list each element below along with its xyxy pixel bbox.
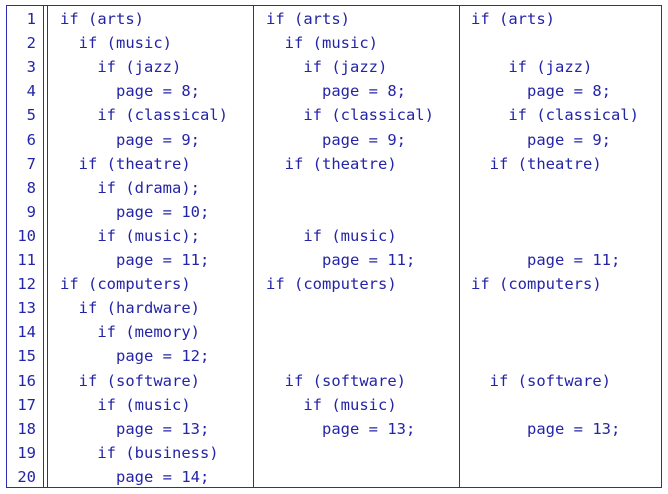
line-number: 2 [26,34,36,53]
table-row: 3 if (jazz) if (jazz) if (jazz) [7,55,661,79]
line-number: 3 [26,58,36,77]
code-cell-col3: if (computers) [471,275,602,294]
table-row: 17 if (music) if (music) [7,393,661,417]
code-cell-col2: page = 8; [266,82,406,101]
code-cell-col3: if (classical) [471,106,639,125]
table-row: 12 if (computers) if (computers) if (comput… [7,272,661,296]
code-cell-col2: page = 13; [266,419,416,438]
table-row: 16 if (software) if (software) if (softw… [7,369,661,393]
code-cell-col1: if (music) [60,395,191,414]
table-row: 6 page = 9; page = 9; page = 9; [7,128,661,152]
code-cell-col1: if (computers) [60,275,191,294]
code-cell-col2: page = 9; [266,130,406,149]
code-cell-col3: if (software) [471,371,611,390]
table-row: 15 page = 12; [7,344,661,368]
code-cell-col2: if (computers) [266,275,397,294]
code-cell-col1: page = 13; [60,419,210,438]
line-number: 7 [26,154,36,173]
code-cell-col2: if (jazz) [266,58,388,77]
line-number: 1 [26,10,36,28]
code-cell-col1: page = 12; [60,347,210,366]
table-row: 2 if (music) if (music) [7,31,661,55]
code-cell-col2: if (classical) [266,106,434,125]
line-number: 14 [17,323,36,342]
code-cell-col1: page = 9; [60,130,200,149]
code-cell-col3: page = 9; [471,130,611,149]
code-cell-col2: if (music) [266,395,397,414]
code-cell-col1: if (business) [60,443,219,462]
table-row: 19 if (business) [7,441,661,465]
table-row: 1 if (arts) if (arts) if (arts) [7,7,661,31]
table-row: 10 if (music); if (music) [7,224,661,248]
table-row: 13 if (hardware) [7,296,661,320]
number-column-divider-double [47,6,48,487]
code-cell-col1: if (theatre) [60,154,191,173]
table-row: 14 if (memory) [7,320,661,344]
table-row: 7 if (theatre) if (theatre) if (theatre) [7,152,661,176]
code-cell-col2: if (arts) [266,10,350,28]
code-cell-col1: if (music) [60,34,172,53]
line-number: 11 [17,251,36,269]
line-number: 16 [17,371,36,390]
code-cell-col1: if (classical) [60,106,228,125]
line-number: 12 [17,275,36,294]
line-number: 8 [26,178,36,197]
line-number: 5 [26,106,36,125]
number-column-divider [43,6,44,487]
column-divider-2 [459,6,460,487]
line-number: 10 [17,226,36,245]
code-cell-col1: if (music); [60,226,200,245]
code-cell-col2: if (music) [266,226,397,245]
column-divider-1 [253,6,254,487]
line-number: 9 [26,202,36,221]
code-cell-col2: if (software) [266,371,406,390]
code-cell-col1: if (hardware) [60,299,200,318]
code-cell-col3: if (jazz) [471,58,593,77]
table-row: 9 page = 10; [7,200,661,224]
code-cell-col3: if (theatre) [471,154,602,173]
code-cell-col3: page = 8; [471,82,611,101]
line-number: 17 [17,395,36,414]
table-row: 11 page = 11; page = 11; page = 11; [7,248,661,272]
code-cell-col1: if (memory) [60,323,200,342]
code-cell-col3: page = 11; [471,251,621,269]
table-row: 18 page = 13; page = 13; page = 13; [7,417,661,441]
code-cell-col1: if (software) [60,371,200,390]
code-cell-col1: page = 10; [60,202,210,221]
code-comparison-table: 1 if (arts) if (arts) if (arts) 2 if (music)… [6,5,662,488]
code-cell-col2: if (music) [266,34,378,53]
code-cell-col1: page = 8; [60,82,200,101]
code-cell-col1: page = 11; [60,251,210,269]
code-cell-col1: if (arts) [60,10,144,28]
code-cell-col2: page = 11; [266,251,416,269]
line-number: 19 [17,443,36,462]
line-number: 15 [17,347,36,366]
line-number: 4 [26,82,36,101]
table-row: 5 if (classical) if (classical) if (clas… [7,103,661,127]
code-cell-col3: if (arts) [471,10,555,28]
line-number: 18 [17,419,36,438]
code-cell-col1: if (drama); [60,178,200,197]
table-row: 20 page = 14; [7,465,661,489]
line-number: 20 [17,467,36,486]
line-number: 6 [26,130,36,149]
line-number: 13 [17,299,36,318]
code-cell-col3: page = 13; [471,419,621,438]
table-row: 4 page = 8; page = 8; page = 8; [7,79,661,103]
code-cell-col2: if (theatre) [266,154,397,173]
code-cell-col1: page = 14; [60,467,210,486]
table-row: 8 if (drama); [7,176,661,200]
code-cell-col1: if (jazz) [60,58,182,77]
